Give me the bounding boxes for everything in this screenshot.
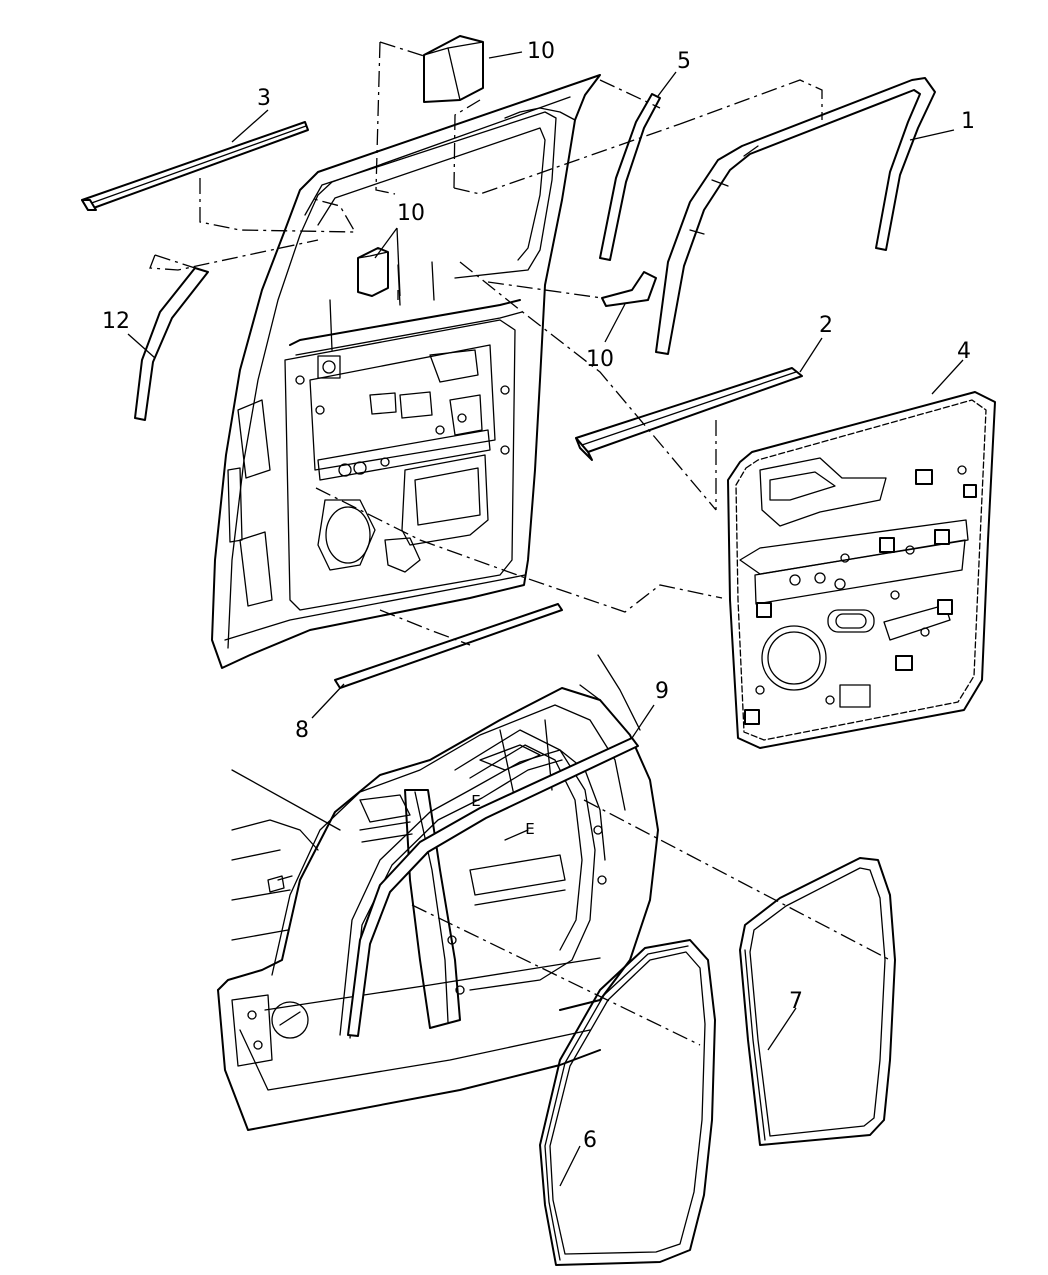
callout-3: 3 bbox=[257, 86, 271, 111]
body-door-opening bbox=[217, 654, 659, 1131]
part-4-door-trim-panel bbox=[727, 391, 996, 749]
callout-2: 2 bbox=[819, 313, 833, 338]
assembly-reference-lines bbox=[149, 41, 891, 1046]
part-12-division-channel bbox=[134, 267, 209, 421]
view-label-e-upper: E bbox=[471, 792, 480, 810]
callout-10-lower: 10 bbox=[586, 347, 614, 372]
callout-12: 12 bbox=[102, 309, 130, 334]
callout-7: 7 bbox=[789, 989, 803, 1014]
part-7-rear-opening-weatherstrip bbox=[739, 857, 896, 1146]
callout-4: 4 bbox=[957, 339, 971, 364]
callout-9: 9 bbox=[655, 679, 669, 704]
part-3-belt-weatherstrip bbox=[81, 121, 309, 211]
view-label-e-lower: E bbox=[525, 820, 534, 838]
door-inner-panel bbox=[211, 74, 601, 669]
part-8-lower-seal bbox=[334, 603, 563, 689]
callout-10-middle: 10 bbox=[397, 201, 425, 226]
callout-1: 1 bbox=[961, 109, 975, 134]
callout-6: 6 bbox=[583, 1128, 597, 1153]
part-2-inner-belt-weatherstrip bbox=[575, 367, 803, 461]
callout-10-top: 10 bbox=[527, 39, 555, 64]
part-10-filler-lower bbox=[601, 271, 657, 307]
part-10-filler-middle bbox=[357, 247, 389, 297]
part-1-glass-run-channel bbox=[655, 77, 936, 355]
callouts: 10 5 3 1 10 12 2 4 10 8 9 7 6 E E bbox=[102, 39, 975, 1153]
callout-5: 5 bbox=[677, 49, 691, 74]
part-6-front-opening-weatherstrip bbox=[539, 939, 716, 1266]
callout-8: 8 bbox=[295, 718, 309, 743]
leader-lines bbox=[127, 51, 964, 1187]
part-5-glass-run-front bbox=[599, 93, 661, 261]
part-10-filler-upper bbox=[423, 35, 484, 103]
part-9-roof-rail-weatherstrip bbox=[347, 737, 639, 1037]
